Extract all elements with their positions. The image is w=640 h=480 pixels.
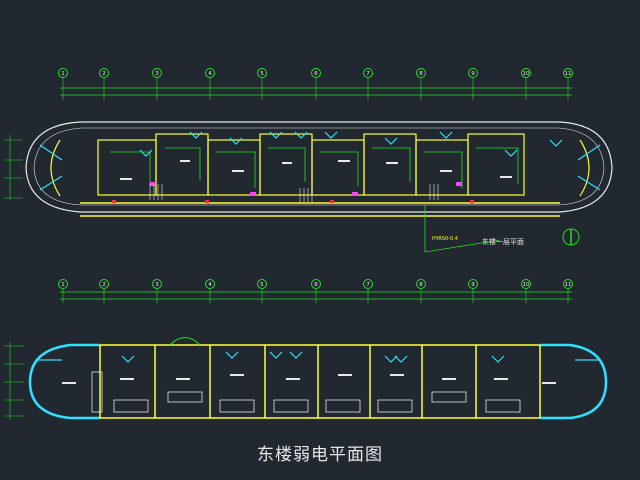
upper-cyan-details bbox=[39, 131, 601, 191]
axis-bubble bbox=[205, 279, 215, 289]
axis-bubble bbox=[58, 279, 68, 289]
axis-bubble bbox=[257, 279, 267, 289]
axis-label: 10 bbox=[523, 71, 530, 77]
axis-bubble bbox=[521, 68, 531, 78]
axis-bubble bbox=[521, 279, 531, 289]
cable-label: HYA50-0.4 bbox=[432, 236, 458, 242]
axis-bubble bbox=[468, 279, 478, 289]
axis-label: 5 bbox=[260, 71, 264, 77]
upper-left-elevation-marks bbox=[4, 135, 22, 200]
axis-label: 5 bbox=[260, 282, 264, 288]
axis-label: 9 bbox=[471, 282, 475, 288]
upper-magenta-equipment bbox=[150, 182, 462, 196]
axis-label: 6 bbox=[314, 282, 318, 288]
lower-left-elevation-marks bbox=[4, 342, 24, 420]
lower-floor-plan bbox=[4, 337, 608, 420]
axis-label: 2 bbox=[102, 282, 106, 288]
upper-rooms bbox=[50, 133, 590, 197]
plan-label: 东楼一层平面 bbox=[482, 237, 524, 246]
axis-label: 2 bbox=[102, 71, 106, 77]
axis-bubble bbox=[563, 68, 573, 78]
axis-label: 8 bbox=[419, 282, 423, 288]
axis-label: 10 bbox=[523, 282, 530, 288]
axis-bubble bbox=[58, 68, 68, 78]
axis-label: 1 bbox=[61, 282, 65, 288]
north-arrow bbox=[562, 228, 580, 246]
axis-bubble bbox=[152, 68, 162, 78]
axis-bubble bbox=[416, 279, 426, 289]
axis-label: 3 bbox=[155, 282, 159, 288]
axis-label: 11 bbox=[565, 71, 572, 77]
axis-label: 1 bbox=[61, 71, 65, 77]
axis-bubble bbox=[363, 279, 373, 289]
upper-outer-wall bbox=[25, 121, 613, 213]
axis-bubble bbox=[99, 68, 109, 78]
upper-inner-wall bbox=[33, 127, 605, 206]
axis-bubble bbox=[311, 279, 321, 289]
axis-bubble bbox=[99, 279, 109, 289]
axis-bubble bbox=[563, 279, 573, 289]
axis-label: 3 bbox=[155, 71, 159, 77]
axis-bubble bbox=[468, 68, 478, 78]
axis-label: 7 bbox=[366, 282, 370, 288]
lower-entrance-arc bbox=[169, 337, 201, 346]
lower-left-bay bbox=[28, 343, 100, 420]
axis-label: 8 bbox=[419, 71, 423, 77]
axis-label: 11 bbox=[565, 282, 572, 288]
lower-axis-markers: 1 2 3 4 5 6 7 8 9 10 11 bbox=[58, 279, 573, 303]
upper-floor-plan: HYA50-0.4 东楼一层平面 bbox=[4, 121, 613, 253]
upper-red-marks bbox=[112, 200, 474, 203]
upper-axis-markers: 1 2 3 4 5 6 7 8 9 10 11 bbox=[58, 68, 573, 100]
axis-label: 6 bbox=[314, 71, 318, 77]
axis-bubble bbox=[152, 279, 162, 289]
upper-corridor bbox=[80, 202, 560, 217]
drawing-title: 东楼弱电平面图 bbox=[257, 445, 383, 465]
upper-stairs bbox=[149, 184, 439, 202]
lower-walls bbox=[99, 344, 541, 419]
lower-right-bay bbox=[540, 343, 608, 420]
lower-cyan-details bbox=[38, 351, 598, 363]
axis-bubble bbox=[416, 68, 426, 78]
axis-label: 4 bbox=[208, 71, 212, 77]
axis-label: 9 bbox=[471, 71, 475, 77]
lower-room-labels bbox=[62, 374, 556, 384]
upper-green-wiring bbox=[110, 147, 519, 253]
axis-bubble bbox=[257, 68, 267, 78]
axis-bubble bbox=[311, 68, 321, 78]
lower-fixtures bbox=[91, 371, 521, 413]
axis-bubble bbox=[205, 68, 215, 78]
axis-bubble bbox=[363, 68, 373, 78]
axis-label: 4 bbox=[208, 282, 212, 288]
axis-label: 7 bbox=[366, 71, 370, 77]
upper-room-labels bbox=[120, 160, 512, 180]
